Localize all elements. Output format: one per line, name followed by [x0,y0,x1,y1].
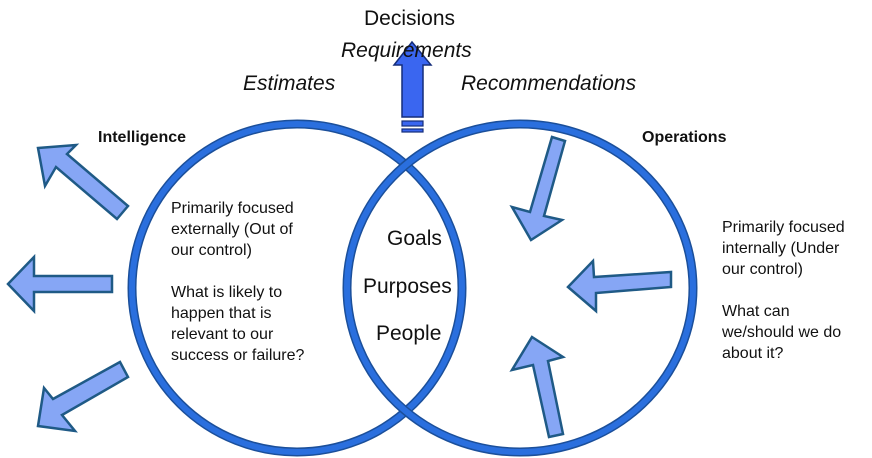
text-line: our control) [171,242,252,259]
operations-description: Primarily focused internally (Under our … [722,217,845,364]
text-line: What can [722,303,790,320]
text-line: Primarily focused [171,200,294,217]
overlap-goals: Goals [387,227,442,250]
arrow-left-icon [6,253,114,315]
text-line: our control) [722,261,803,278]
text-line: we/should we do [722,324,842,341]
estimates-label: Estimates [243,72,336,95]
overlap-purposes: Purposes [363,275,452,298]
arrow-left-icon [566,258,673,314]
text-line: success or failure? [171,347,305,364]
intelligence-description: Primarily focused externally (Out of our… [171,198,304,366]
requirements-label: Requirements [341,39,472,62]
overlap-people: People [376,322,442,345]
text-line: internally (Under [722,240,840,257]
operations-heading: Operations [642,129,727,146]
text-line: Primarily focused [722,219,845,236]
text-line: happen that is [171,305,272,322]
arrow-down-left-icon [509,135,567,242]
arrow-up-icon [509,335,567,439]
decision-arrow-up-icon [392,40,433,133]
text-line: What is likely to [171,284,283,301]
text-line: relevant to our [171,326,274,343]
arrow-up-left-icon [36,143,130,221]
intelligence-heading: Intelligence [98,129,187,146]
decisions-label: Decisions [364,7,456,30]
text-line: externally (Out of [171,221,293,238]
recommendations-label: Recommendations [461,72,637,95]
text-line: about it? [722,345,784,362]
arrow-down-left-icon [36,360,130,433]
